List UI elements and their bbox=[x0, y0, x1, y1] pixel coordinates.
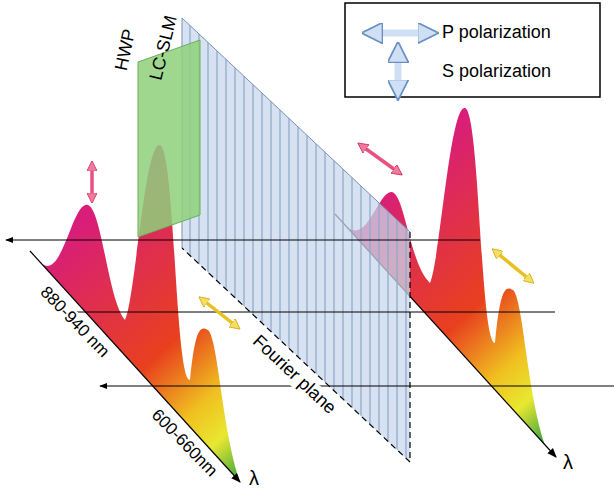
axis-symbol: λ bbox=[561, 451, 575, 473]
axis-symbol: λ bbox=[247, 467, 261, 489]
component-label: HWP bbox=[112, 25, 141, 74]
legend-text: S polarization bbox=[442, 62, 551, 82]
legend-text: P polarization bbox=[442, 23, 551, 43]
